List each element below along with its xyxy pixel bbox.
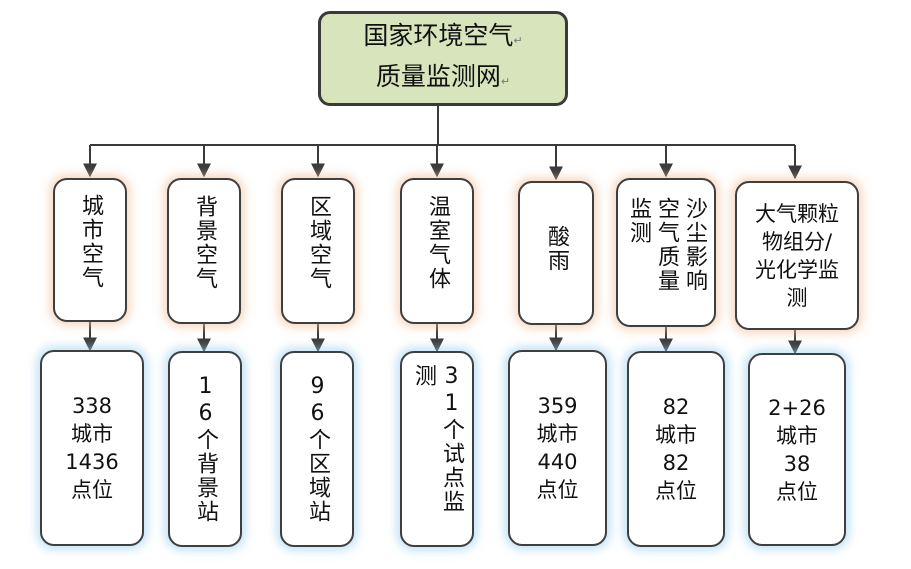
category-label: 城市空气 <box>78 194 103 290</box>
root-node: 国家环境空气↵ 质量监测网↵ <box>318 11 568 106</box>
detail-dust-monitoring: 82 城市 82 点位 <box>627 351 725 547</box>
detail-text: 31个试点监测 <box>411 364 464 514</box>
detail-acid-rain: 359 城市 440 点位 <box>508 350 607 546</box>
category-label: 酸雨 <box>544 225 569 273</box>
category-label: 区域空气 <box>306 195 331 291</box>
category-dust-monitoring: 沙尘影响空气质量监测 <box>616 178 716 327</box>
category-greenhouse-gas: 温室气体 <box>400 178 474 324</box>
root-title-line2: 质量监测网 <box>375 61 501 91</box>
detail-text: 359 城市 440 点位 <box>536 394 579 502</box>
detail-text: 338 城市 1436 点位 <box>65 394 119 502</box>
detail-urban-air: 338 城市 1436 点位 <box>40 350 144 546</box>
detail-text: 16个背景站 <box>193 374 218 524</box>
detail-text: 82 城市 82 点位 <box>655 395 697 503</box>
category-label: 背景空气 <box>192 195 217 291</box>
detail-particulate-photochemical: 2+26 城市 38 点位 <box>748 353 846 546</box>
root-title-line1: 国家环境空气 <box>363 20 514 50</box>
detail-regional-air: 96个区域站 <box>280 351 354 547</box>
category-label: 沙尘影响空气质量监测 <box>626 196 707 293</box>
category-label: 温室气体 <box>425 195 450 291</box>
detail-background-air: 16个背景站 <box>168 351 242 547</box>
category-urban-air: 城市空气 <box>53 178 127 322</box>
category-regional-air: 区域空气 <box>281 178 355 324</box>
detail-greenhouse-gas: 31个试点监测 <box>400 351 474 547</box>
category-acid-rain: 酸雨 <box>518 181 594 325</box>
category-background-air: 背景空气 <box>167 178 241 324</box>
detail-text: 96个区域站 <box>305 374 330 524</box>
category-label: 大气颗粒物组分/光化学监测 <box>755 201 839 310</box>
category-particulate-photochemical: 大气颗粒物组分/光化学监测 <box>735 181 859 330</box>
detail-text: 2+26 城市 38 点位 <box>768 395 826 504</box>
